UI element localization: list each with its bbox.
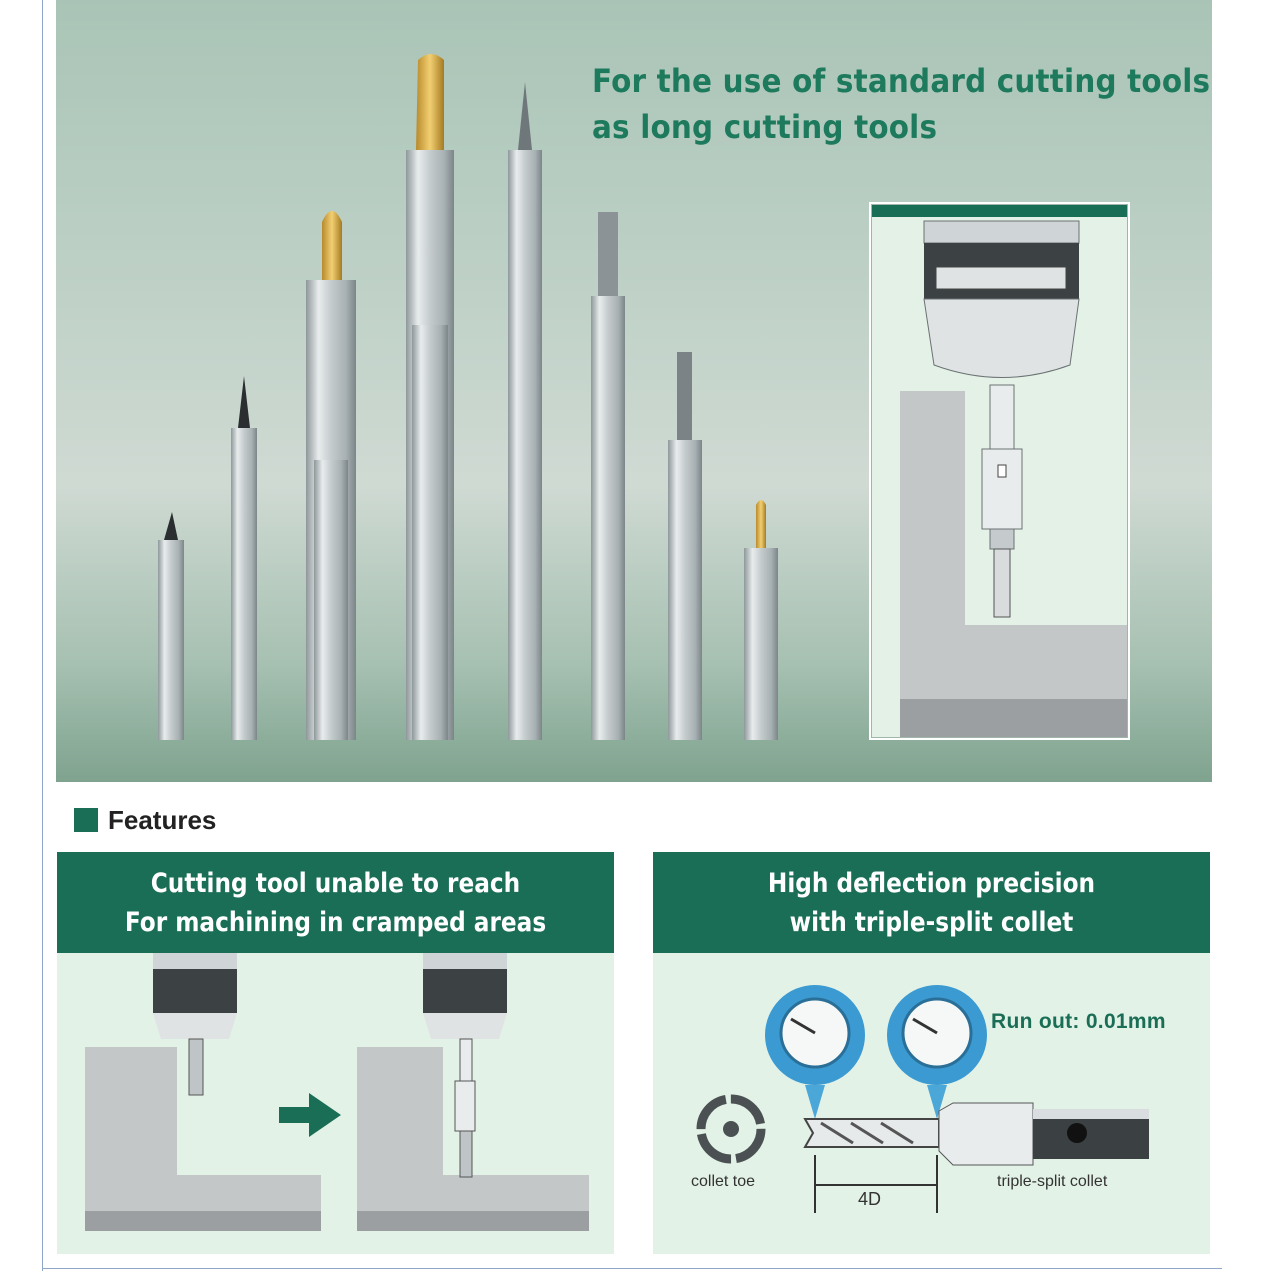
length-4d-label: 4D — [858, 1189, 882, 1209]
chuck-icon — [423, 953, 507, 1178]
hero-section: For the use of standard cutting tools as… — [56, 0, 1212, 782]
tool-holder-6 — [591, 212, 625, 740]
panel-triple-split-collet: High deflection precision with triple-sp… — [653, 852, 1210, 1254]
dial-gauge-icon — [887, 985, 987, 1119]
panel-right-title-line1: High deflection precision — [767, 868, 1096, 899]
chuck-icon — [153, 953, 237, 1096]
collet-toe-label: collet toe — [691, 1173, 756, 1190]
tool-holders-illustration — [158, 54, 778, 740]
collet-toe-icon — [696, 1094, 766, 1164]
dimension-4d — [814, 1155, 938, 1213]
chuck-inset-illustration — [871, 204, 1128, 738]
panel-left-title: Cutting tool unable to reach For machini… — [57, 852, 614, 953]
hero-title: For the use of standard cutting tools as… — [592, 58, 1211, 150]
collet-diagram — [696, 985, 1149, 1213]
features-heading: Features — [74, 805, 216, 835]
hero-title-line2: as long cutting tools — [592, 108, 938, 146]
arrow-right-icon — [279, 1093, 341, 1137]
tool-holder-1 — [158, 512, 184, 740]
tool-holder-3 — [306, 211, 356, 740]
workpiece-after — [357, 1047, 589, 1231]
dial-gauge-icon — [765, 985, 865, 1119]
tool-holder-8 — [744, 500, 778, 740]
chuck-icon — [900, 220, 1127, 737]
collet-label: triple-split collet — [997, 1173, 1108, 1190]
tool-holder-5 — [508, 82, 542, 740]
panel-cramped-areas: Cutting tool unable to reach For machini… — [57, 852, 614, 1254]
tool-holder-2 — [231, 376, 257, 740]
workpiece-before — [85, 1047, 321, 1231]
hero-title-line1: For the use of standard cutting tools — [592, 62, 1211, 100]
panel-right-title-line2: with triple-split collet — [789, 907, 1074, 938]
runout-label: Run out: 0.01mm — [991, 1010, 1166, 1033]
tool-holder-7 — [668, 352, 702, 740]
frame-line-bottom — [42, 1268, 1222, 1269]
inset-top-bar — [872, 205, 1127, 217]
end-mill-and-collet — [803, 1102, 1149, 1166]
features-square-icon — [74, 808, 98, 832]
tool-holder-4 — [406, 54, 454, 740]
panel-right-title: High deflection precision with triple-sp… — [653, 852, 1210, 953]
features-label: Features — [108, 804, 217, 835]
panel-left-title-line2: For machining in cramped areas — [124, 907, 547, 938]
cramped-machining-diagram — [85, 953, 589, 1231]
frame-line-left — [42, 0, 43, 1271]
panel-left-title-line1: Cutting tool unable to reach — [150, 868, 521, 899]
